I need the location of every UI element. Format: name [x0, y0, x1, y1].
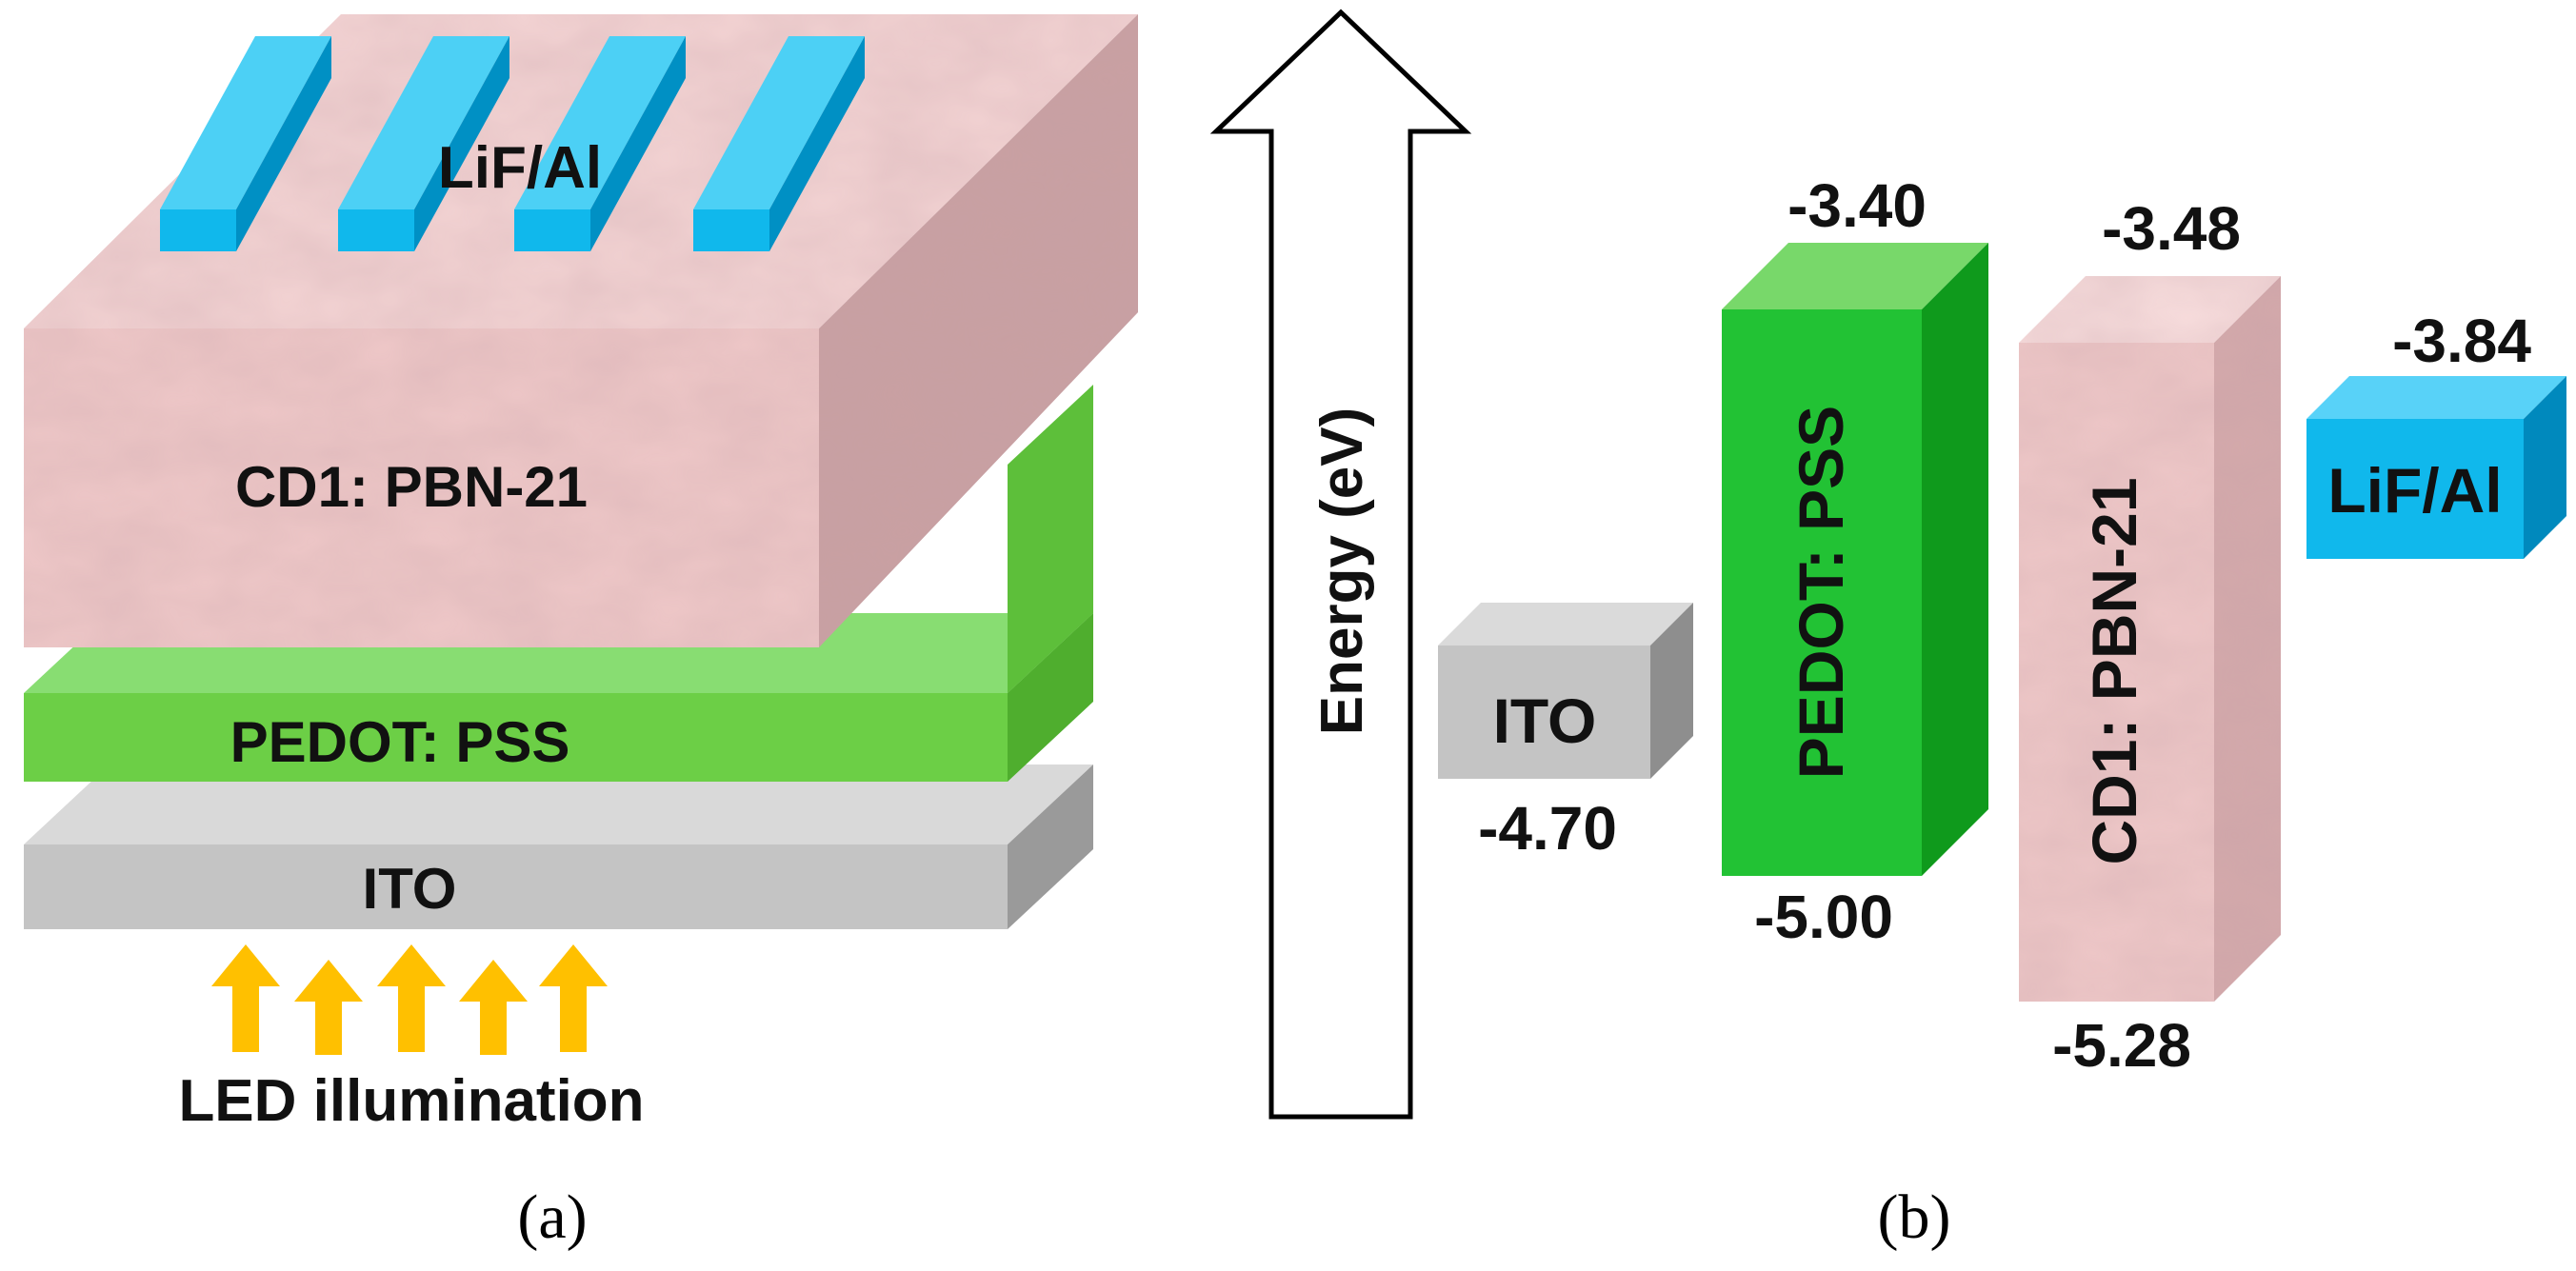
electrode-stripes: LiF/Al — [160, 36, 865, 251]
pedot-level: PEDOT: PSS — [1722, 243, 1988, 876]
electrode-stripe — [514, 36, 686, 251]
led-arrows — [211, 944, 608, 1055]
illumination-label: LED illumination — [178, 1068, 644, 1134]
pedot-label: PEDOT: PSS — [230, 710, 570, 774]
ito-level: ITO — [1438, 603, 1693, 779]
lifal-value: -3.84 — [2392, 307, 2531, 375]
cd1-level-label: CD1: PBN-21 — [2079, 477, 2149, 864]
cd1-top-value: -3.48 — [2102, 194, 2241, 263]
ito-layer: ITO — [24, 765, 1093, 929]
panel-b: Energy (eV) ITO -4.70 PEDOT: PSS -3.40 -… — [1209, 9, 2566, 1252]
electrode-label: LiF/Al — [438, 135, 602, 201]
caption-b: (b) — [1878, 1182, 1951, 1252]
led-arrow — [211, 944, 280, 1052]
pedot-bottom-value: -5.00 — [1754, 883, 1893, 951]
active-label: CD1: PBN-21 — [235, 455, 588, 519]
cd1-bottom-value: -5.28 — [2052, 1011, 2191, 1080]
electrode-stripe — [160, 36, 331, 251]
led-arrow — [377, 944, 446, 1052]
caption-a: (a) — [517, 1182, 587, 1252]
cd1-level: CD1: PBN-21 — [2019, 276, 2281, 1002]
led-arrow — [459, 960, 528, 1055]
energy-axis-label: Energy (eV) — [1309, 407, 1375, 736]
electrode-stripe — [338, 36, 509, 251]
energy-axis-arrow — [1209, 9, 1472, 1120]
ito-level-label: ITO — [1493, 685, 1597, 756]
panel-a: ITO PEDOT: PSS CD1: PBN-21 — [24, 14, 1138, 1252]
led-arrow — [539, 944, 608, 1052]
lifal-level: LiF/Al — [2306, 376, 2566, 559]
led-arrow — [294, 960, 363, 1055]
ito-level-value: -4.70 — [1478, 794, 1617, 863]
electrode-stripe — [693, 36, 865, 251]
lifal-level-label: LiF/Al — [2327, 455, 2502, 526]
ito-label: ITO — [363, 857, 457, 921]
pedot-level-label: PEDOT: PSS — [1786, 406, 1856, 779]
pedot-top-value: -3.40 — [1787, 171, 1927, 240]
